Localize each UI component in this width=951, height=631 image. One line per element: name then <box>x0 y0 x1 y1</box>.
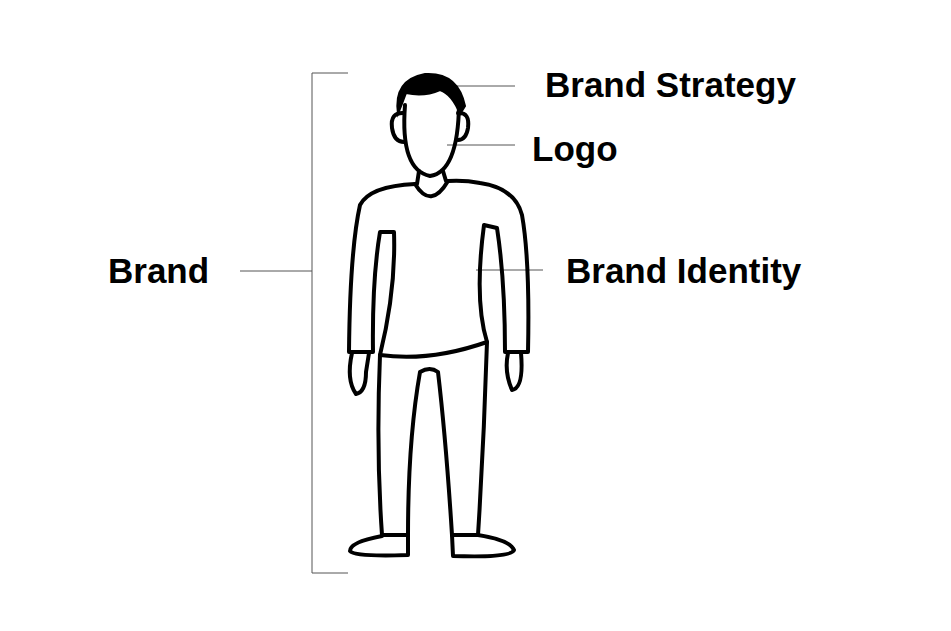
neck <box>417 171 446 184</box>
legs <box>378 342 487 535</box>
leader-lines <box>240 73 543 573</box>
shoe <box>452 535 514 556</box>
hand <box>350 353 369 394</box>
ear <box>458 113 468 140</box>
identity-label: Brand Identity <box>566 253 801 288</box>
brand-label: Brand <box>108 253 209 288</box>
logo-label: Logo <box>532 131 618 166</box>
head <box>404 105 459 176</box>
hair <box>397 74 465 114</box>
leader-line <box>476 270 543 271</box>
hand <box>507 353 522 390</box>
shoe <box>350 535 408 556</box>
strategy-label: Brand Strategy <box>545 67 796 102</box>
person <box>349 105 528 556</box>
collar <box>415 181 448 196</box>
leader-line <box>447 145 515 146</box>
shirt <box>349 181 528 357</box>
bracket <box>312 73 348 573</box>
ear <box>392 113 404 142</box>
leader-line <box>240 271 312 272</box>
